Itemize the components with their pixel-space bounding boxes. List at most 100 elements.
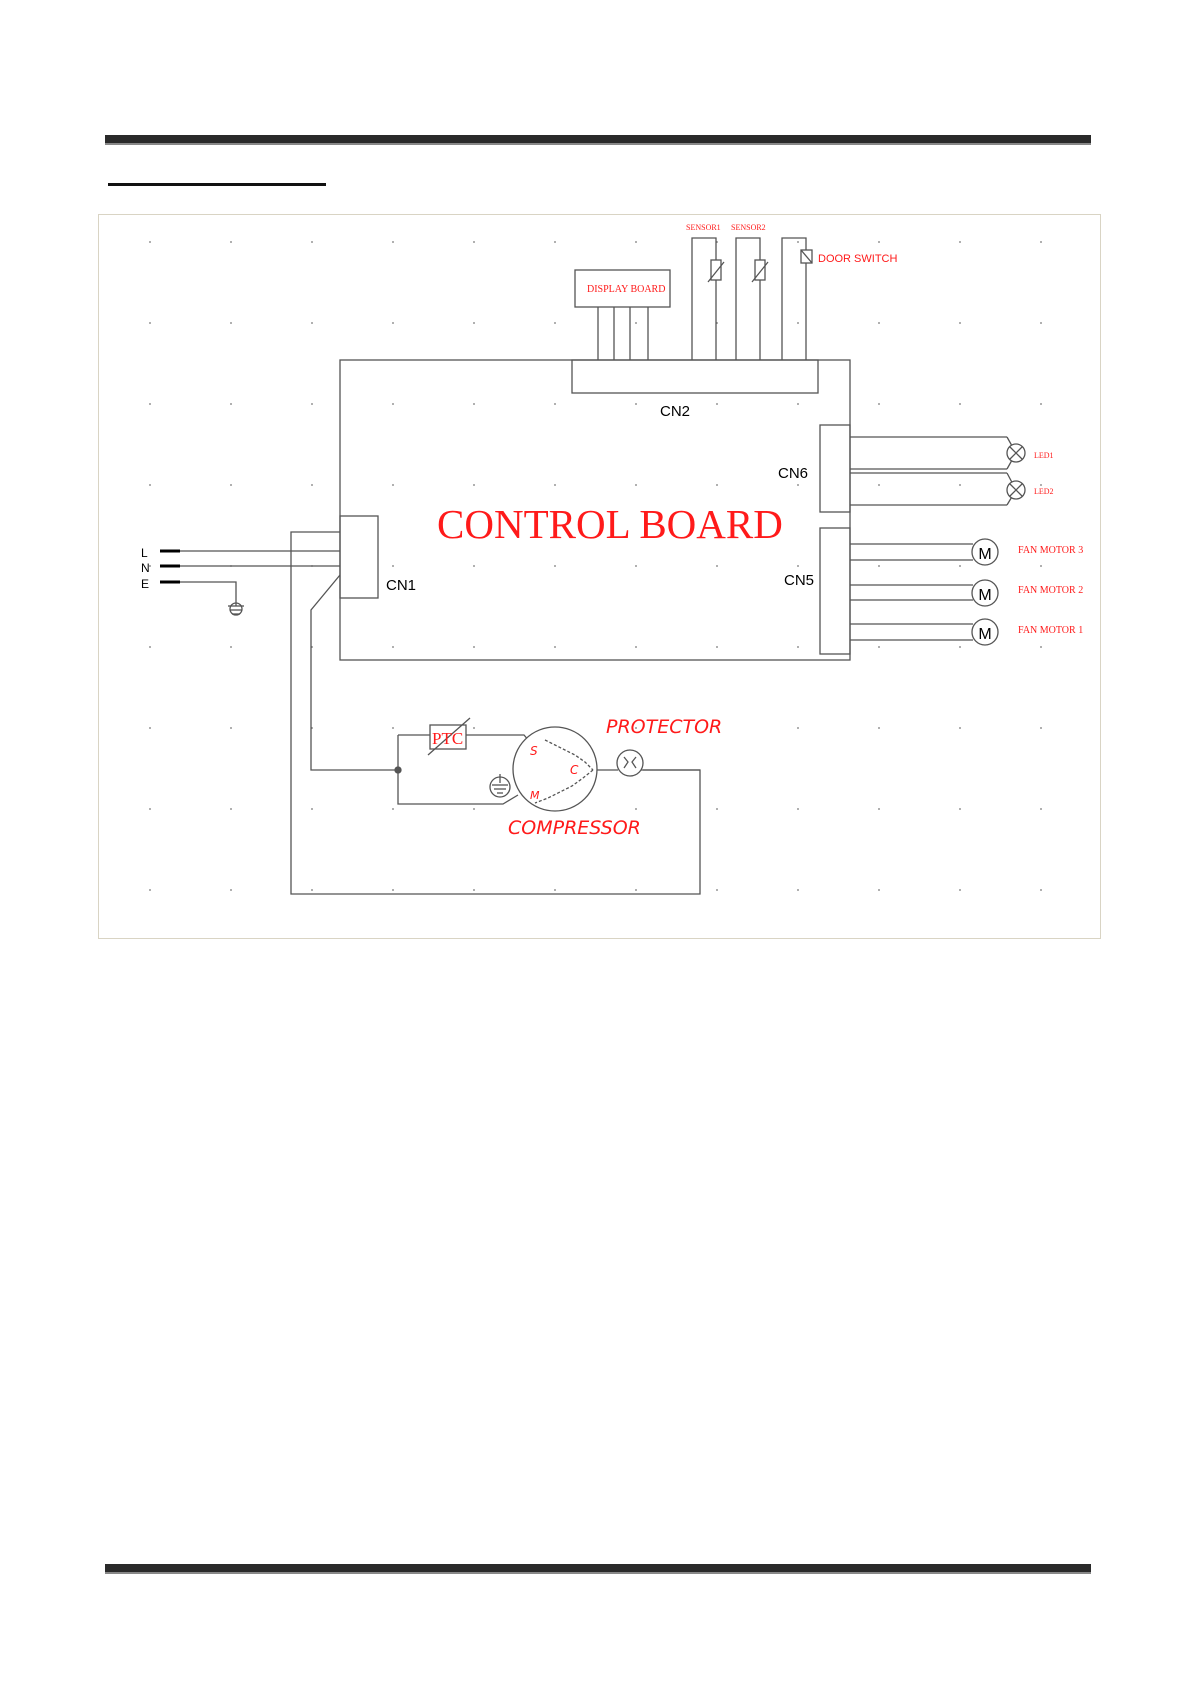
fan-motor-3-m: M (978, 546, 991, 563)
grid-dot (1040, 565, 1042, 567)
grid-dot (1040, 322, 1042, 324)
grid-dot (392, 403, 394, 405)
protector-label: PROTECTOR (606, 716, 722, 738)
grid-dot (716, 889, 718, 891)
grid-dot (473, 403, 475, 405)
terminal-m-label: M (530, 789, 540, 802)
grid-dot (554, 322, 556, 324)
grid-dot (311, 322, 313, 324)
cn2-box (572, 360, 818, 393)
terminal-c-label: C (570, 763, 579, 777)
grid-dot (797, 565, 799, 567)
grid-dot (1040, 403, 1042, 405)
grid-dot (149, 889, 151, 891)
grid-dot (311, 241, 313, 243)
fan-motor-2-m: M (978, 587, 991, 604)
grid-dot (392, 322, 394, 324)
grid-dot (797, 322, 799, 324)
grid-dot (473, 727, 475, 729)
grid-dot (554, 241, 556, 243)
grid-dot (635, 646, 637, 648)
compressor-symbol (513, 727, 597, 811)
grid-dot (473, 889, 475, 891)
grid-dot (392, 889, 394, 891)
grid-dot (797, 889, 799, 891)
grid-dot (635, 403, 637, 405)
door-switch-label: DOOR SWITCH (818, 253, 897, 265)
sensor2-label: SENSOR2 (731, 223, 766, 232)
power-l-label: L (141, 546, 148, 560)
cn6-label: CN6 (778, 465, 808, 482)
grid-dot (392, 646, 394, 648)
grid-dot (878, 727, 880, 729)
grid-dot (716, 565, 718, 567)
grid-dot (311, 484, 313, 486)
grid-dot (716, 646, 718, 648)
grid-dot (797, 241, 799, 243)
protector-symbol (617, 750, 643, 776)
power-n-label: N (141, 561, 150, 575)
grid-dot (716, 484, 718, 486)
led2-label: LED2 (1034, 487, 1054, 496)
grid-dot (635, 889, 637, 891)
grid-dot (392, 727, 394, 729)
grid-dot (311, 403, 313, 405)
grid-dot (716, 403, 718, 405)
wiring (160, 238, 1025, 894)
grid-dot (1040, 889, 1042, 891)
cn6-box (820, 425, 850, 512)
grid-dot (878, 646, 880, 648)
grid-dot (311, 808, 313, 810)
grid-dot (230, 808, 232, 810)
grid-dot (473, 322, 475, 324)
grid-dot (392, 808, 394, 810)
grid-dot (797, 727, 799, 729)
grid-dot (1040, 484, 1042, 486)
fan-motor-1-label: FAN MOTOR 1 (1018, 625, 1083, 636)
grid-dot (1040, 646, 1042, 648)
grid-dot (959, 322, 961, 324)
grid-dot (878, 241, 880, 243)
grid-dot (230, 403, 232, 405)
compressor-label: COMPRESSOR (508, 817, 641, 839)
grid-dot (230, 727, 232, 729)
grid-dot (878, 808, 880, 810)
grid-dot (392, 484, 394, 486)
power-e-label: E (141, 577, 149, 591)
grid-dot (878, 322, 880, 324)
led1-label: LED1 (1034, 451, 1054, 460)
cn2-label: CN2 (660, 403, 690, 420)
fan-motor-1-m: M (978, 626, 991, 643)
cn1-box (340, 516, 378, 598)
grid-dot (959, 403, 961, 405)
grid-dot (311, 889, 313, 891)
grid-dot (149, 727, 151, 729)
fan-motor-2-label: FAN MOTOR 2 (1018, 585, 1083, 596)
grid-dot (230, 241, 232, 243)
fan-motor-3-label: FAN MOTOR 3 (1018, 545, 1083, 556)
grid-dot (1040, 241, 1042, 243)
grid-dot (149, 484, 151, 486)
grid-dot (959, 241, 961, 243)
sensor1-label: SENSOR1 (686, 223, 721, 232)
grid-dot (473, 484, 475, 486)
grid-dot (392, 565, 394, 567)
grid-dot (149, 646, 151, 648)
grid-dot (959, 646, 961, 648)
grid-dot (554, 403, 556, 405)
bottom-rule (105, 1564, 1091, 1574)
grid-dot (149, 808, 151, 810)
grid-dot (230, 484, 232, 486)
grid-dot (959, 889, 961, 891)
grid-dot (878, 484, 880, 486)
grid-dot (797, 484, 799, 486)
grid-dot (878, 403, 880, 405)
grid-dot (1040, 727, 1042, 729)
grid-dot (797, 808, 799, 810)
grid-dot (635, 565, 637, 567)
grid-dot (149, 403, 151, 405)
grid-dot (635, 322, 637, 324)
grid-dot (554, 646, 556, 648)
grid-dot (878, 889, 880, 891)
grid-dot (797, 646, 799, 648)
